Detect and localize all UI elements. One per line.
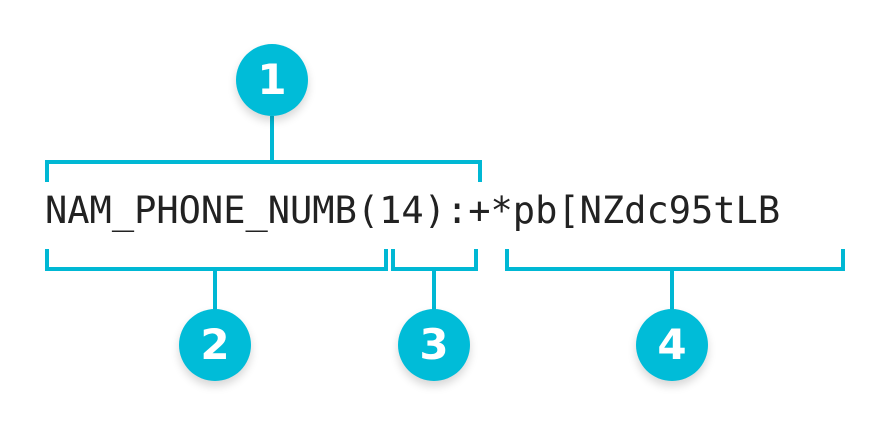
bracket-tick-left: [505, 249, 509, 271]
bracket-rail: [505, 267, 845, 271]
bracket-tick-right: [478, 160, 482, 182]
bracket-rail: [45, 267, 388, 271]
callout-badge-3[interactable]: 3: [398, 309, 470, 381]
bracket-tick-left: [391, 249, 395, 271]
bracket-stem: [432, 271, 436, 315]
bracket-stem: [270, 116, 274, 160]
annotated-code-string: NAM_PHONE_NUMB(14):+*pb[NZdc95tLB: [45, 189, 781, 232]
bracket-tick-right: [384, 249, 388, 271]
bracket-callout-2: [45, 245, 388, 315]
callout-badge-2[interactable]: 2: [179, 309, 251, 381]
bracket-rail: [45, 160, 482, 164]
bracket-tick-right: [841, 249, 845, 271]
callout-badge-1[interactable]: 1: [236, 44, 308, 116]
bracket-tick-right: [474, 249, 478, 271]
bracket-stem: [213, 271, 217, 315]
bracket-callout-3: [391, 245, 478, 315]
bracket-stem: [670, 271, 674, 315]
bracket-callout-4: [505, 245, 845, 315]
callout-badge-4[interactable]: 4: [636, 309, 708, 381]
bracket-tick-left: [45, 249, 49, 271]
bracket-rail: [391, 267, 478, 271]
bracket-tick-left: [45, 160, 49, 182]
